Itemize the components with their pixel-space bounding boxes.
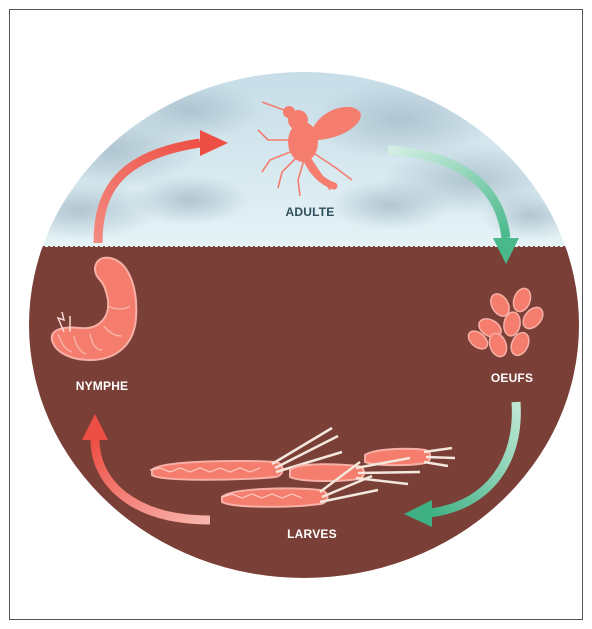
label-oeufs: OEUFS	[491, 371, 533, 385]
label-nymphe: NYMPHE	[76, 379, 129, 393]
label-larves: LARVES	[287, 527, 337, 541]
label-adulte: ADULTE	[286, 205, 335, 219]
